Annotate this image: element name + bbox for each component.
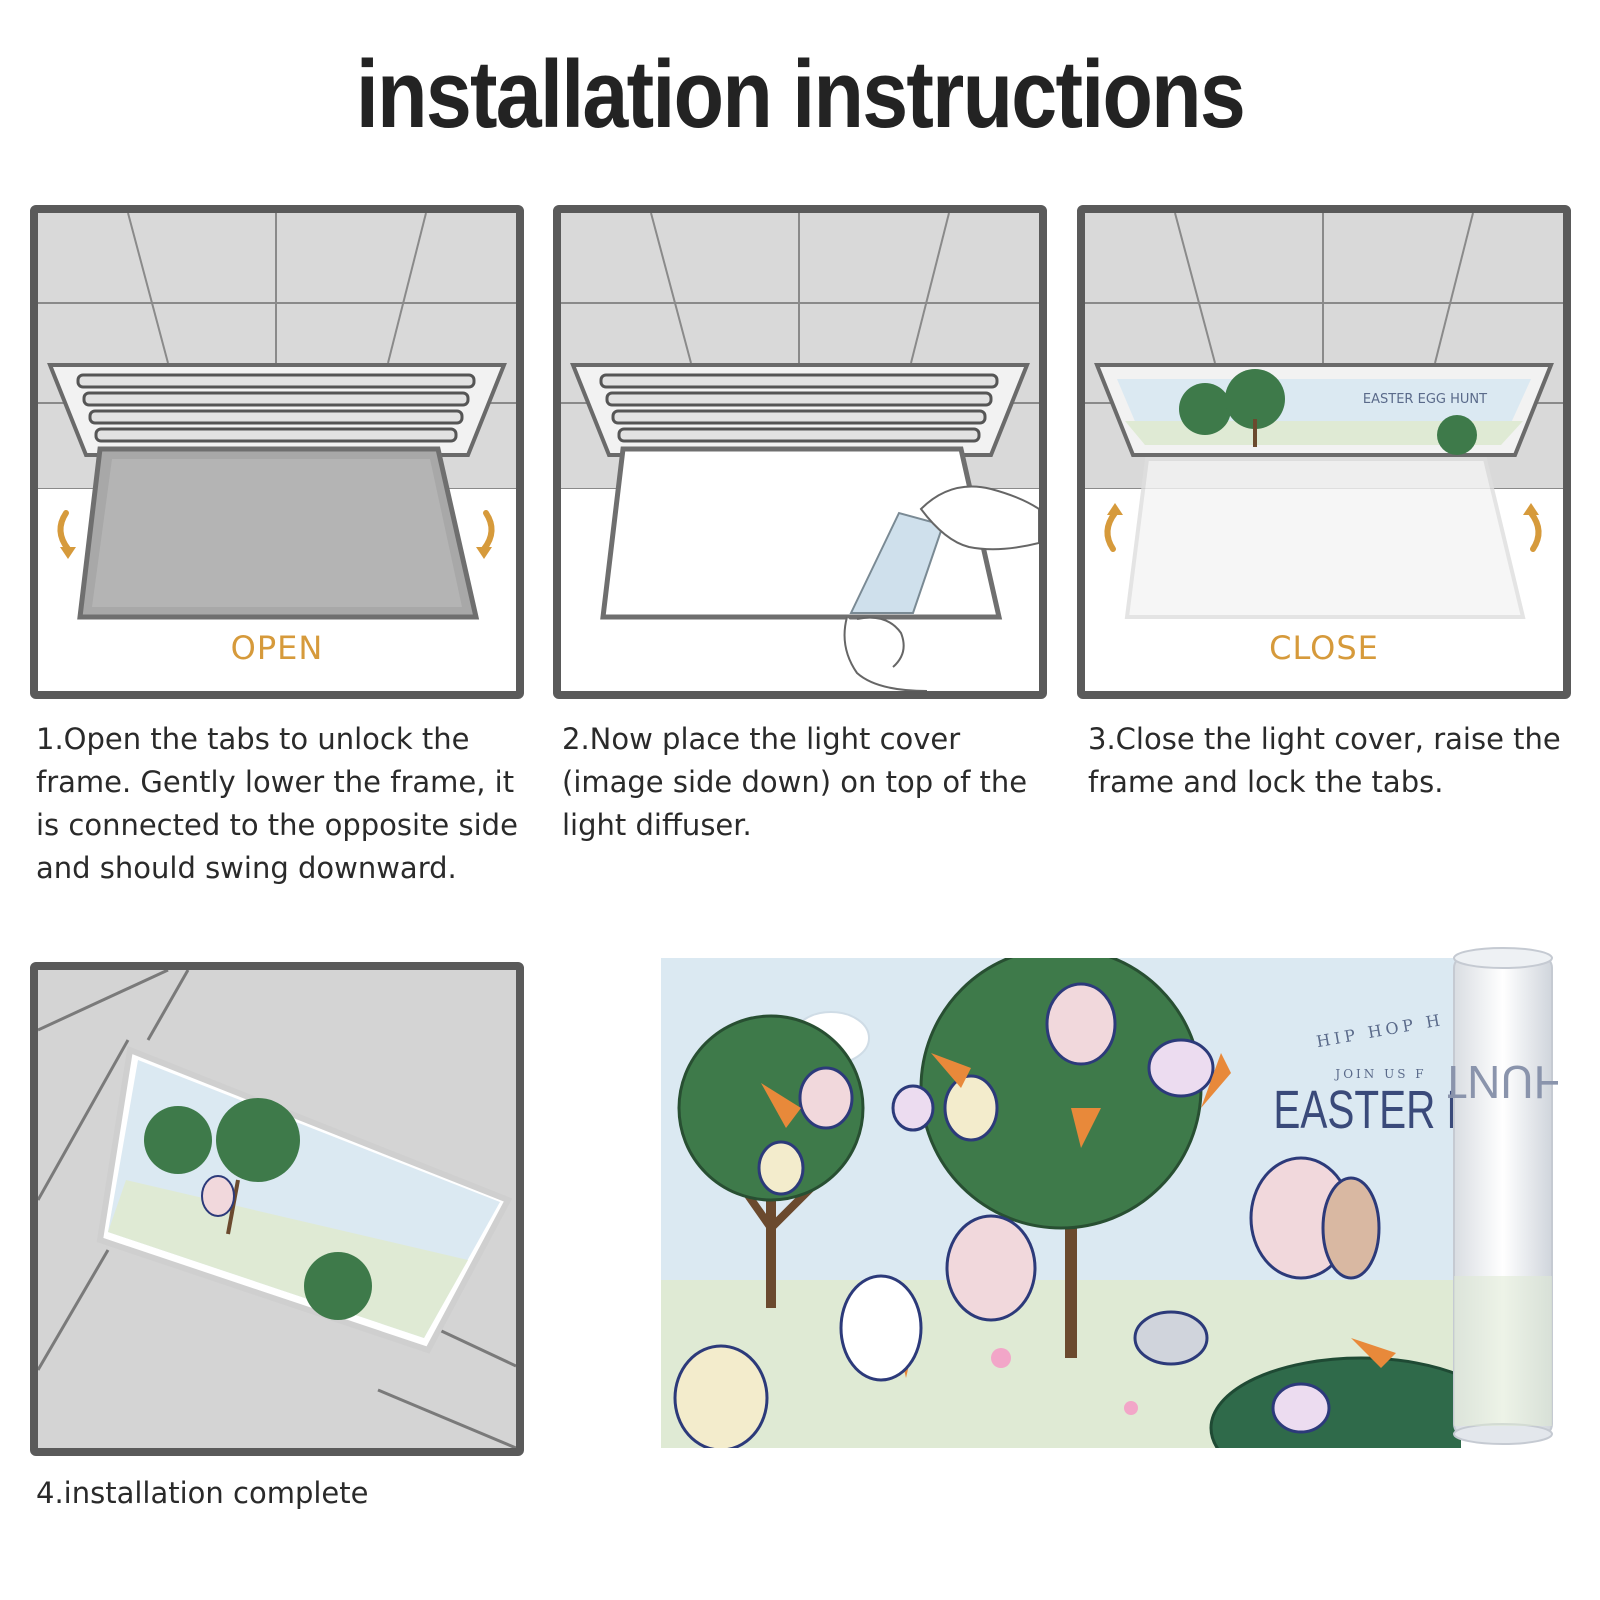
artwork-line2: JOIN US F [1333,1067,1426,1081]
rolled-cover: HUNT [1448,947,1558,1445]
mini-artwork-title: EASTER EGG HUNT [1363,392,1487,407]
step-4-illustration [30,962,524,1456]
step-2-illustration [553,205,1047,699]
step-3-caption: 3.Close the light cover, raise the frame… [1088,722,1561,799]
step-2-caption: 2.Now place the light cover (image side … [562,722,1028,842]
easter-artwork: HIP HOP H JOIN US F EASTER E [661,958,1461,1448]
roll-text: HUNT [1448,1056,1558,1108]
step-1-caption: 1.Open the tabs to unlock the frame. Gen… [36,722,518,885]
step-4-caption: 4.installation complete [36,1476,369,1510]
open-label: OPEN [231,629,324,667]
artwork-line3: EASTER E [1273,1080,1461,1140]
page-title: installation instructions [355,41,1246,148]
step-3-illustration: EASTER EGG HUNT CLOSE [1077,205,1571,699]
step-1-illustration: OPEN [30,205,524,699]
close-label: CLOSE [1269,629,1379,667]
